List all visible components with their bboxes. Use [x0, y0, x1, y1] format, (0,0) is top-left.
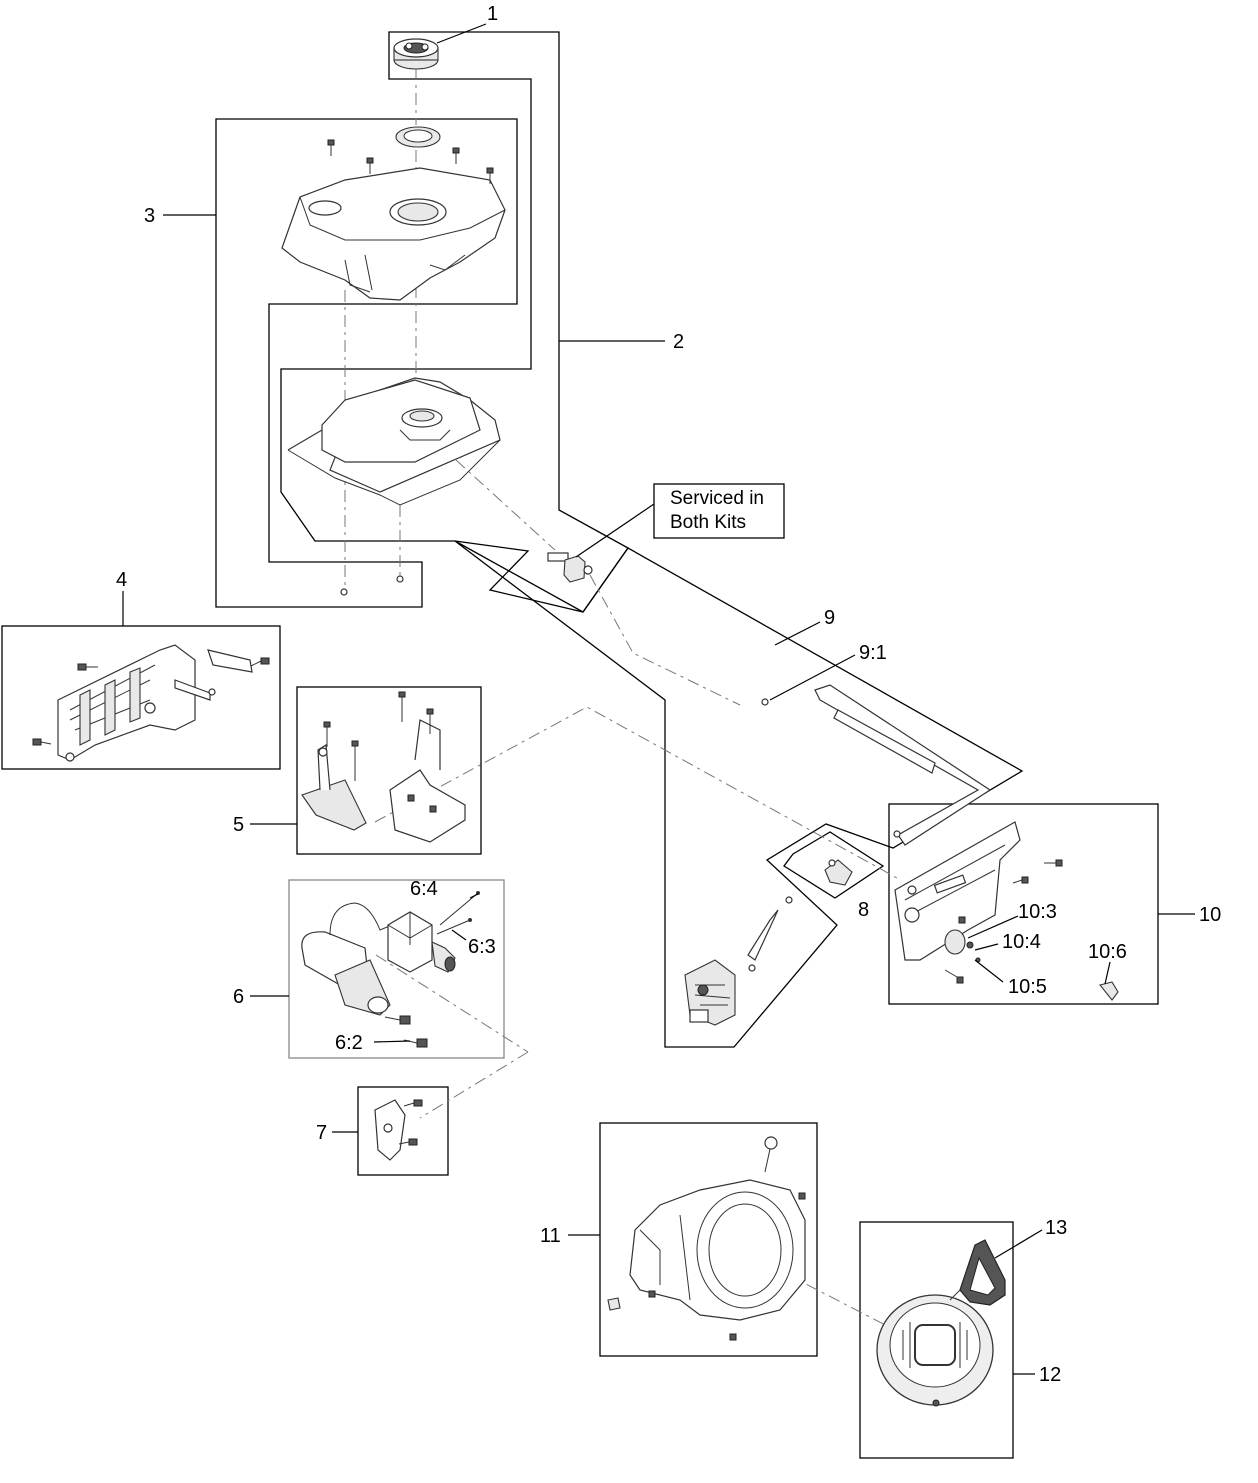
note-line-1: Serviced in [670, 488, 764, 509]
callout-5: 5 [233, 814, 244, 836]
carburetor-icon [684, 959, 736, 1026]
callout-3: 3 [144, 205, 155, 227]
bolt-icon [327, 139, 494, 596]
solenoid-bracket-icon [374, 1099, 423, 1161]
fan-housing-box [599, 1122, 818, 1357]
solenoid-icon [387, 891, 480, 973]
fuel-valve-icon [547, 552, 593, 583]
callout-11: 11 [540, 1225, 561, 1247]
starter-motor-box [288, 879, 505, 1059]
gasket-icon [395, 126, 441, 148]
heat-shield-icon [32, 644, 270, 762]
fuel-line-icon [747, 684, 992, 972]
callout-10: 10 [1199, 904, 1221, 926]
callout-4: 4 [116, 569, 127, 591]
callout-10-6: 10:6 [1088, 941, 1127, 963]
callout-6-3: 6:3 [468, 936, 496, 958]
note-line-2: Both Kits [670, 512, 746, 533]
serviced-note: Serviced in Both Kits [575, 483, 785, 558]
callout-6: 6 [233, 986, 244, 1008]
leader-lines [122, 23, 1195, 1375]
fuel-cap-icon [393, 38, 439, 70]
callout-12: 12 [1039, 1364, 1061, 1386]
callout-6-2: 6:2 [335, 1032, 363, 1054]
bracket-icon [301, 691, 466, 843]
handle-icon [949, 1239, 1006, 1306]
callout-2: 2 [673, 331, 684, 353]
heat-shield-box [1, 625, 281, 770]
kit-outlines [1, 31, 1159, 1459]
callout-10-5: 10:5 [1008, 976, 1047, 998]
callout-10-3: 10:3 [1018, 901, 1057, 923]
control-panel-icon [894, 821, 1119, 1001]
shutoff-valve-icon [824, 859, 853, 886]
shroud-box [215, 118, 518, 608]
fan-housing-icon [607, 1136, 806, 1341]
valve-box [783, 831, 885, 899]
callout-labels: 1 2 3 4 5 6 6:2 6:3 6:4 7 8 9 9:1 10 10:… [116, 3, 1221, 1386]
fuel-line-box [454, 540, 1024, 1048]
recoil-starter-box [859, 1221, 1014, 1459]
starter-motor-icon [301, 902, 428, 1048]
callout-9: 9 [824, 607, 835, 629]
bracket-box [296, 686, 482, 855]
callout-6-4: 6:4 [410, 878, 438, 900]
callout-13: 13 [1045, 1217, 1067, 1239]
solenoid-bracket-box [357, 1086, 449, 1176]
recoil-starter-icon [876, 1294, 994, 1407]
callout-7: 7 [316, 1122, 327, 1144]
fuel-tank-icon [287, 377, 501, 506]
callout-9-1: 9:1 [859, 642, 887, 664]
callout-1: 1 [487, 3, 498, 25]
tank-shroud-icon [281, 167, 506, 301]
control-panel-box [888, 803, 1159, 1005]
callout-8: 8 [858, 899, 869, 921]
callout-10-4: 10:4 [1002, 931, 1041, 953]
